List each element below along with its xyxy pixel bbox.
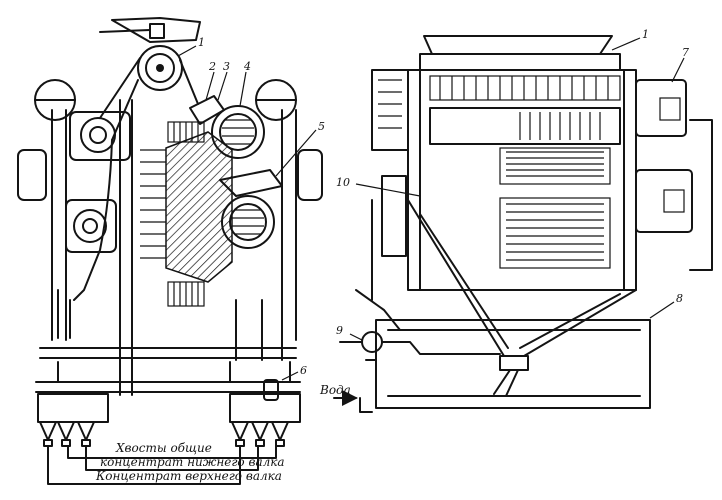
callout-6: 6 [300, 364, 307, 377]
upper-coil-band [429, 75, 621, 101]
flow-lines [47, 445, 277, 485]
coil-stack-lower [167, 281, 205, 307]
flow-label-lower-roll: концентрат нижнего валка [100, 455, 285, 469]
left-machine-view: Хвосты общие концентрат нижнего валка Ко… [17, 17, 325, 485]
hopper-group-left [37, 393, 109, 447]
water-label: Вода [319, 383, 351, 397]
right-machine-view: Вода 1 7 8 9 10 [319, 28, 713, 413]
middle-coil-stack [499, 147, 611, 185]
callout-1-right: 1 [642, 28, 649, 41]
lower-roll [221, 195, 275, 249]
flow-label-tails: Хвосты общие [115, 441, 212, 455]
callout-3: 3 [223, 60, 230, 73]
callout-5: 5 [318, 120, 325, 133]
callout-7: 7 [682, 46, 689, 59]
callout-1-left: 1 [198, 36, 205, 49]
callout-9: 9 [336, 324, 343, 337]
callout-10: 10 [336, 176, 350, 189]
callout-4: 4 [243, 60, 251, 73]
hopper-group-right [229, 393, 301, 447]
coil-stack-upper [167, 121, 205, 143]
callout-8: 8 [676, 292, 683, 305]
flow-label-upper-roll: Концентрат верхнего валка [95, 469, 282, 483]
upper-roll [211, 105, 265, 159]
lower-coil-stack [499, 197, 611, 269]
callout-2: 2 [208, 60, 216, 73]
